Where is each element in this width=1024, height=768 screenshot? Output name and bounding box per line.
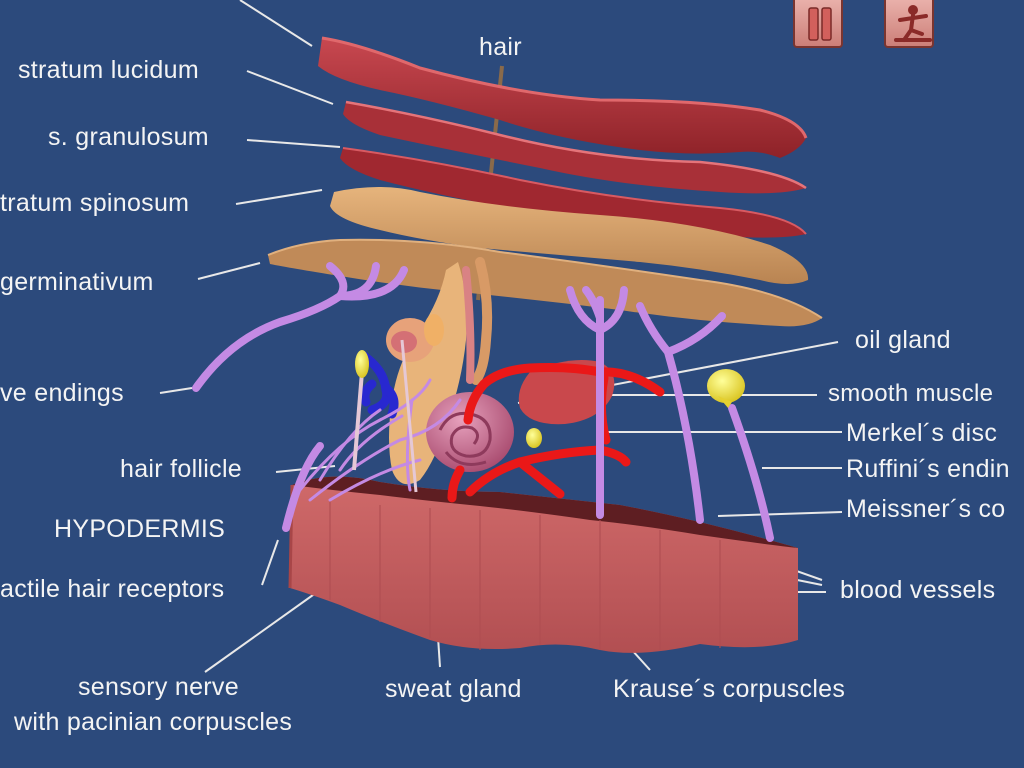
hypodermis-block bbox=[288, 476, 798, 653]
label-stratum-lucidum: stratum lucidum bbox=[18, 56, 199, 84]
label-krause-corpuscles: Krause´s corpuscles bbox=[613, 675, 846, 703]
label-sweat-gland: sweat gland bbox=[385, 675, 522, 703]
label-hair: hair bbox=[479, 33, 522, 61]
label-merkel-disc: Merkel´s disc bbox=[846, 419, 998, 447]
stratum-lucidum-layer bbox=[343, 100, 807, 194]
tactile-hair-receptor-yellow bbox=[355, 350, 369, 378]
stratum-granulosum-layer bbox=[340, 147, 807, 238]
tactile-receptor-bulb bbox=[424, 314, 444, 346]
stratum-germinativum-layer bbox=[267, 238, 823, 327]
meissner-corpuscle-tip bbox=[718, 396, 732, 408]
label-pacinian-corpuscles: with pacinian corpuscles bbox=[14, 708, 293, 736]
stratum-spinosum-layer bbox=[330, 187, 809, 284]
figure-view-button[interactable] bbox=[884, 0, 934, 48]
label-sensory-nerve: sensory nerve bbox=[78, 673, 239, 701]
label-smooth-muscle: smooth muscle bbox=[828, 380, 994, 407]
follicle-receptor-stalk bbox=[400, 339, 418, 493]
hair-receptor-stalk bbox=[352, 371, 364, 471]
label-tactile-hair-receptors: actile hair receptors bbox=[0, 575, 225, 603]
label-ruffini-ending: Ruffini´s endin bbox=[846, 455, 1010, 483]
krause-corpuscle-yellow bbox=[526, 428, 542, 448]
hair-papilla bbox=[391, 331, 417, 353]
pause-icon bbox=[808, 7, 832, 41]
label-s-granulosum: s. granulosum bbox=[48, 123, 209, 151]
nerve-fibers bbox=[192, 262, 774, 542]
label-meissner-corpuscle: Meissner´s co bbox=[846, 495, 1006, 523]
meissner-corpuscle-yellow bbox=[707, 369, 745, 403]
pause-button[interactable] bbox=[793, 0, 843, 48]
oil-gland bbox=[518, 359, 615, 425]
person-figure-icon bbox=[894, 5, 932, 42]
label-oil-gland: oil gland bbox=[855, 326, 951, 354]
blood-vessels-vein bbox=[359, 351, 399, 419]
label-hypodermis: HYPODERMIS bbox=[54, 515, 226, 543]
label-blood-vessels: blood vessels bbox=[840, 576, 996, 604]
blood-vessels-arteries bbox=[447, 363, 665, 503]
stratum-corneum-layer bbox=[318, 36, 808, 158]
label-hair-follicle: hair follicle bbox=[120, 455, 243, 483]
label-nerve-endings: ve endings bbox=[0, 379, 124, 407]
label-germinativum: germinativum bbox=[0, 268, 154, 296]
label-stratum-spinosum: tratum spinosum bbox=[0, 189, 190, 217]
nerve-fibers-thin bbox=[298, 378, 462, 502]
